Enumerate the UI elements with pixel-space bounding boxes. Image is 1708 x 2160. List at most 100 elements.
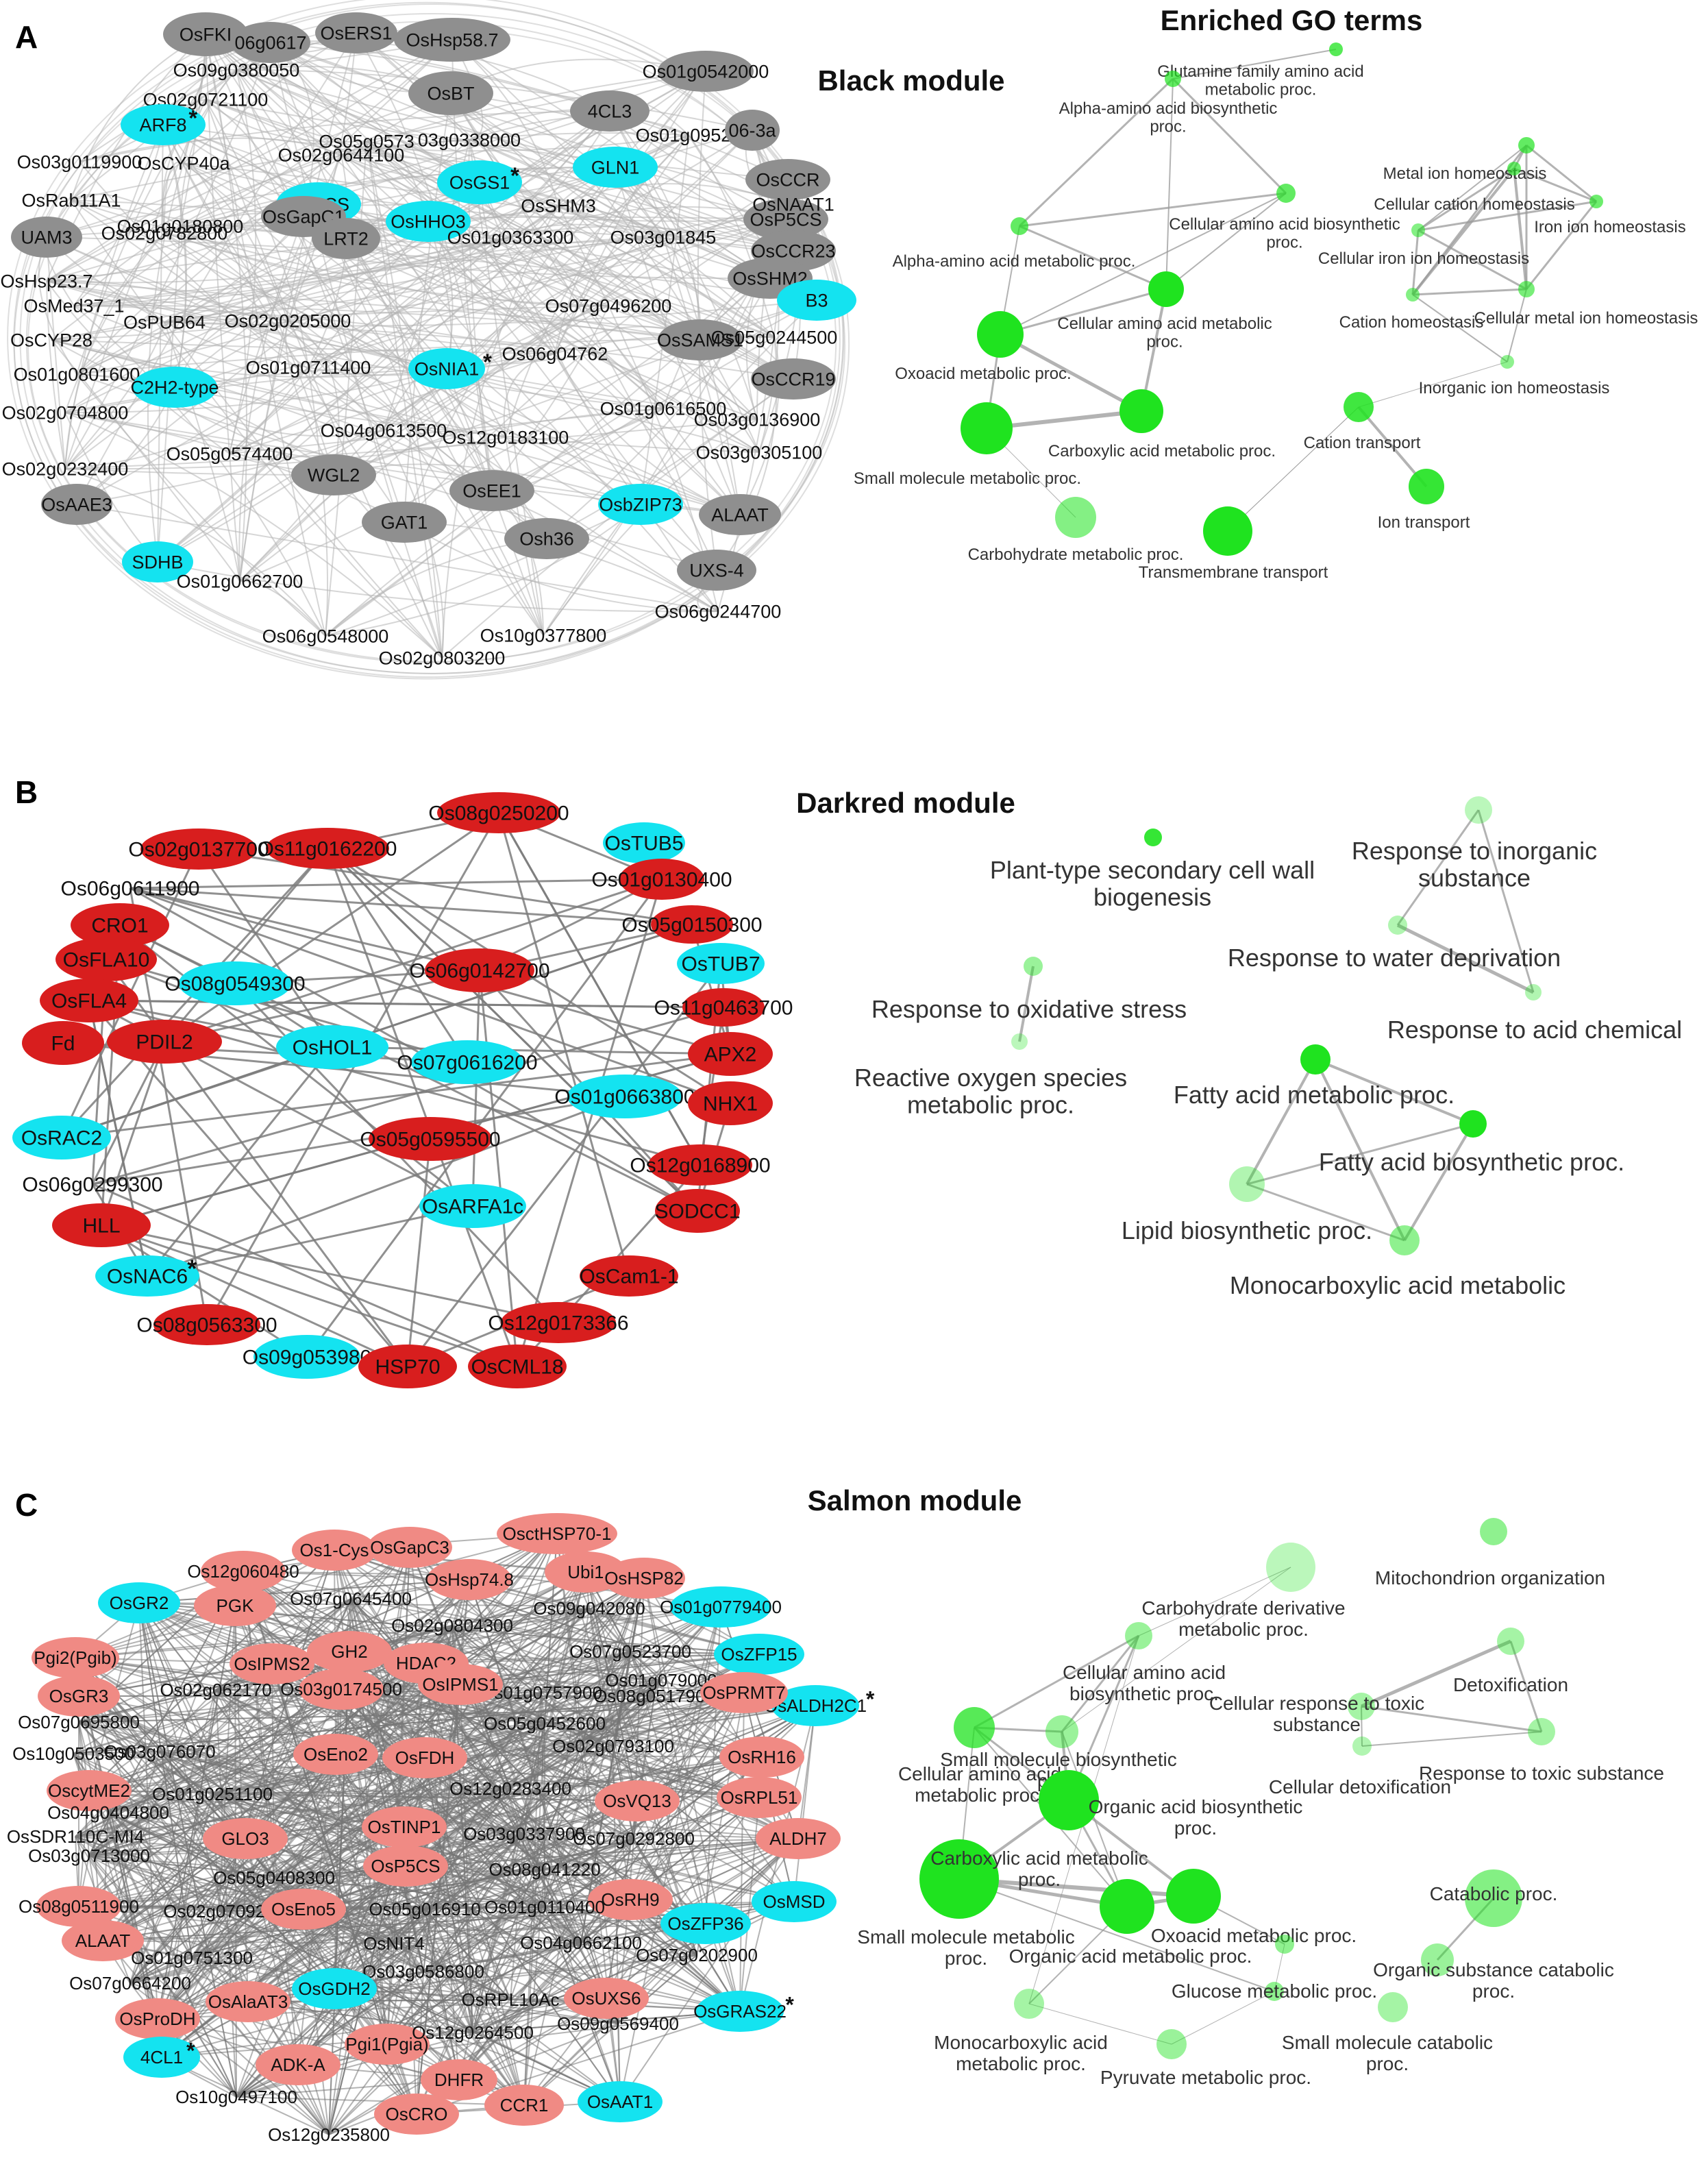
node-label: Os1-Cys (299, 1540, 369, 1560)
node-label: OsRPL51 (721, 1787, 798, 1808)
go-edge (1018, 77, 1174, 228)
node-label: OsRH9 (601, 1889, 659, 1910)
network-node-os01g09520: Os01g09520 (636, 125, 742, 145)
network-edge (162, 124, 405, 523)
go-term-label: Detoxification (1453, 1674, 1568, 1695)
star-marker: * (187, 1255, 197, 1283)
network-edge (544, 1571, 586, 1724)
node-label: OsSHM3 (521, 195, 596, 216)
go-node-monocarboxylic-acid-metabolic: Monocarboxylic acid metabolic (1230, 1225, 1565, 1299)
network-edge-loop (19, 3, 844, 674)
node-label: 06g0617 (234, 32, 306, 53)
network-edge (303, 1800, 638, 1910)
go-term-label: Cation transport (1304, 434, 1421, 452)
go-node-circle (1389, 1225, 1420, 1255)
go-node-circle (1411, 223, 1425, 237)
node-shape (670, 1586, 771, 1628)
network-edge (523, 1723, 545, 2106)
node-label: Os05g0452600 (484, 1713, 606, 1734)
go-node-circle (1119, 389, 1163, 433)
network-edge (92, 1095, 626, 1186)
star-marker: * (188, 105, 197, 130)
network-node-os03g01845: Os03g01845 (610, 227, 717, 247)
node-label: OsGapC3 (370, 1537, 449, 1558)
go-node-cellular-cation-homeostasis: Cellular cation homeostasis (1374, 162, 1575, 214)
network-node-osuxs6: OsUXS6 (564, 1978, 649, 2019)
go-edges-darkred-module (1018, 809, 1535, 1242)
enriched-go-terms-title: Enriched GO terms (1161, 4, 1423, 36)
node-label: GLN1 (591, 157, 640, 177)
node-label: OsRPL10Ac (461, 1989, 559, 2010)
network-edge (327, 847, 480, 972)
network-node-os03g0586800: Os03g0586800 (362, 1961, 484, 1982)
go-node-circle (919, 1839, 999, 1919)
network-node-dhfr: DHFR (421, 2059, 497, 2100)
network-node-osgs1: OsGS1* (437, 160, 522, 204)
go-node-circle (1406, 288, 1420, 302)
go-edge (1172, 49, 1337, 79)
network-edge (306, 879, 663, 1358)
network-node-os09g042080: Os09g042080 (533, 1598, 645, 1619)
network-node-os10g0497100: Os10g0497100 (175, 2087, 297, 2107)
node-label: Os05g0150300 (621, 914, 762, 937)
network-node-pdil2: PDIL2 (107, 1020, 222, 1064)
go-edge (974, 1634, 1139, 1729)
go-node-carbohydrate-metabolic-proc: Carbohydrate metabolic proc. (968, 497, 1183, 564)
network-edge (405, 1865, 607, 1999)
node-label: OsNAAT1 (752, 194, 834, 214)
go-node-circle (1300, 1044, 1330, 1075)
node-shape (699, 494, 781, 535)
go-node-circle (977, 311, 1024, 358)
go-node-circle (1525, 984, 1542, 1001)
node-label: Os01g0180800 (117, 216, 244, 236)
network-edge (326, 848, 519, 1367)
network-node-oscyp40a: OsCYP40a (137, 153, 230, 173)
network-node-osipms2: OsIPMS2 (230, 1643, 314, 1684)
network-edge-loop (13, 13, 850, 674)
node-label: Os05g0573 (319, 131, 414, 151)
node-label: Os03g0119900 (17, 151, 143, 172)
network-edge (88, 1855, 335, 1989)
network-edge (46, 280, 775, 338)
network-node-osbzip73: OsbZIP73 (598, 484, 683, 525)
network-edge (108, 1812, 335, 1989)
node-label: Os04g0404800 (47, 1802, 169, 1823)
node-label: Os08g0250200 (428, 802, 569, 825)
network-edge (619, 1838, 799, 2102)
go-node-glucose-metabolic-proc: Glucose metabolic proc. (1172, 1980, 1377, 2002)
node-shape (132, 367, 217, 408)
node-shape (418, 1664, 503, 1705)
node-shape (658, 319, 743, 360)
go-node-fatty-acid-biosynthetic-proc: Fatty acid biosynthetic proc. (1319, 1110, 1624, 1176)
network-node-fd: Fd (22, 1021, 104, 1065)
network-edge (129, 1838, 634, 1984)
network-edge (238, 216, 304, 582)
go-edge (1314, 1059, 1406, 1241)
node-shape (36, 1886, 121, 1927)
node-label: Os09g042080 (533, 1598, 645, 1619)
network-node-os02g062170: Os02g062170 (160, 1680, 271, 1700)
node-label: OsARFA1c (422, 1196, 523, 1218)
go-node-circle (1344, 392, 1374, 422)
node-label: Os05g016910 (369, 1899, 480, 1919)
go-node-circle (1011, 1033, 1028, 1050)
node-label: OsGS1 (449, 172, 510, 193)
go-node-transmembrane-transport: Transmembrane transport (1139, 506, 1328, 582)
network-node-alaat: ALAAT (62, 1920, 144, 1961)
node-shape (362, 502, 447, 543)
network-edge (404, 521, 719, 612)
network-edge (92, 1006, 724, 1186)
network-node-osfla4: OsFLA4 (40, 979, 138, 1022)
network-edge (138, 1602, 634, 1839)
network-node-osnia1: OsNIA1* (408, 348, 492, 389)
network-edge (147, 162, 184, 563)
network-edge (325, 504, 641, 637)
network-edge (458, 1942, 582, 2081)
network-edge (164, 923, 693, 1043)
node-shape (11, 217, 82, 258)
go-edge (1513, 167, 1597, 203)
